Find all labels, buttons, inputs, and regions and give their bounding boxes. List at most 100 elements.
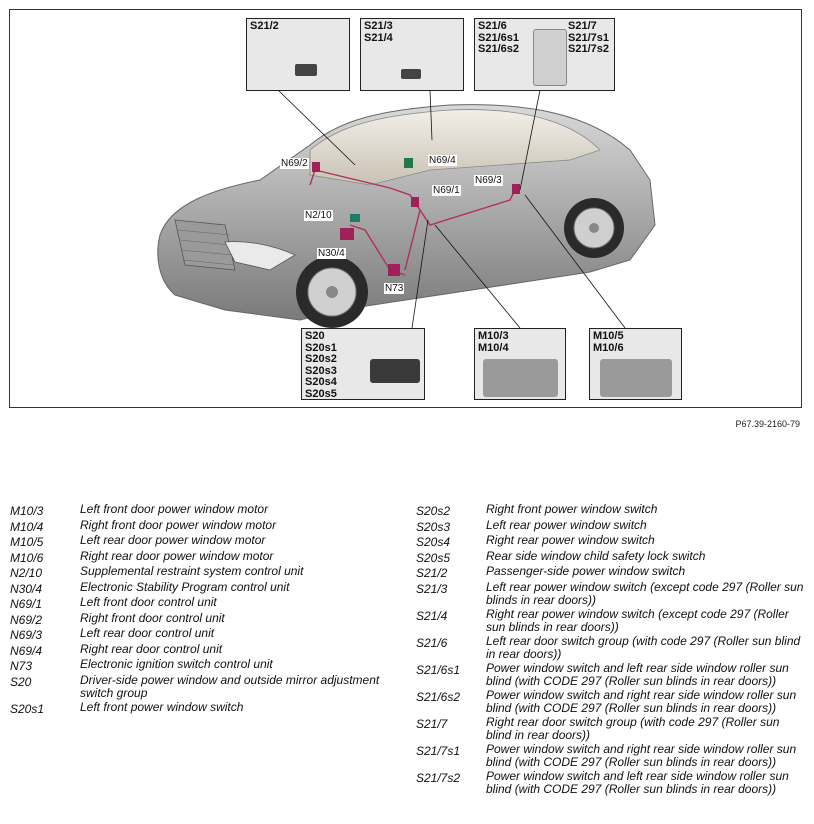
legend-code: N69/3 <box>10 628 43 642</box>
legend-description: Power window switch and right rear side … <box>486 687 797 715</box>
inset-s21-3-labels: S21/3 S21/4 <box>364 20 393 44</box>
wiring-harness <box>309 169 516 276</box>
legend-row: M10/5 Left rear door power window motor <box>10 533 405 550</box>
motor-shape <box>483 359 558 397</box>
legend-description: Rear side window child safety lock switc… <box>486 548 706 563</box>
legend-code: N69/1 <box>10 597 43 611</box>
legend-code: N30/4 <box>10 581 43 596</box>
legend-code: N69/4 <box>10 643 43 658</box>
legend-description: Supplemental restraint system control un… <box>80 564 304 578</box>
legend-code: S21/2 <box>416 566 448 580</box>
car-illustration <box>157 89 656 329</box>
label-n2-10: N2/10 <box>304 210 333 221</box>
legend-row: N69/2 Right front door control unit <box>10 610 405 628</box>
legend-code: S20s5 <box>416 550 451 565</box>
label-n73: N73 <box>384 283 405 294</box>
legend-code: S21/6s2 <box>416 689 461 704</box>
legend-description: Right front door power window motor <box>80 517 277 532</box>
legend-code: M10/6 <box>10 550 44 565</box>
legend-description: Driver-side power window and outside mir… <box>80 672 380 700</box>
leader-lines <box>277 89 626 329</box>
legend-code: N2/10 <box>10 566 43 580</box>
legend-row: S21/7s2 Power window switch and left rear… <box>416 768 808 797</box>
label-n69-4: N69/4 <box>428 155 457 166</box>
legend-code: N69/2 <box>10 612 43 627</box>
legend-row: N73 Electronic ignition switch control un… <box>10 657 405 674</box>
legend-code: S20s2 <box>416 504 451 518</box>
legend-description: Power window switch and left rear side w… <box>486 768 789 796</box>
legend-code: M10/5 <box>10 535 44 549</box>
switch-group-shape <box>370 359 420 383</box>
inset-s20-labels: S20 S20s1 S20s2 S20s3 S20s4 S20s5 <box>305 330 337 400</box>
legend-code: S21/7 <box>416 716 448 731</box>
legend-row: S21/2 Passenger-side power window switch <box>416 564 808 581</box>
label-n69-1: N69/1 <box>432 185 461 196</box>
switch-group-shape <box>533 29 567 86</box>
legend-row: S21/4 Right rear power window switch (exc… <box>416 606 808 635</box>
legend-row: S20s5 Rear side window child safety lock … <box>416 548 808 566</box>
legend-description: Right rear door control unit <box>80 641 223 656</box>
legend-description: Passenger-side power window switch <box>486 564 686 578</box>
legend-row: N69/4 Right rear door control unit <box>10 641 405 659</box>
legend-row: S21/6s1 Power window switch and left rear… <box>416 660 808 689</box>
legend-row: S21/6s2 Power window switch and right rea… <box>416 687 808 716</box>
legend-description: Left rear power window switch (except co… <box>486 579 804 607</box>
legend-description: Left front door power window motor <box>80 502 269 516</box>
car-glass <box>309 109 601 186</box>
inset-m10-5: M10/5 M10/6 <box>589 328 682 400</box>
component-markers <box>312 158 520 276</box>
switch-shape <box>401 69 421 79</box>
legend-code: N73 <box>10 659 33 673</box>
legend-row: S20s1 Left front power window switch <box>10 699 405 717</box>
legend-code: S21/4 <box>416 608 448 623</box>
legend-row: S20s2 Right front power window switch <box>416 502 808 519</box>
legend-description: Left rear door power window motor <box>80 533 266 547</box>
legend-row: S20 Driver-side power window and outside … <box>10 672 405 701</box>
front-wheel <box>296 256 368 328</box>
legend-code: S21/6 <box>416 635 448 650</box>
inset-s21-2-labels: S21/2 <box>250 20 279 32</box>
label-n69-2: N69/2 <box>280 158 309 169</box>
legend-description: Right rear power window switch (except c… <box>486 606 789 634</box>
legend-description: Power window switch and right rear side … <box>486 741 797 769</box>
legend-code: S20s3 <box>416 519 451 534</box>
legend-description: Left front power window switch <box>80 699 244 714</box>
legend-description: Right rear door power window motor <box>80 548 274 563</box>
legend-code: S20s1 <box>10 701 45 716</box>
legend-row: N69/3 Left rear door control unit <box>10 626 405 643</box>
legend-row: N30/4 Electronic Stability Program contro… <box>10 579 405 597</box>
legend-row: M10/6 Right rear door power window motor <box>10 548 405 566</box>
legend-code: S21/7s2 <box>416 770 461 785</box>
inset-s21-7-labels: S21/7 S21/7s1 S21/7s2 <box>568 20 609 55</box>
legend-description: Left rear door control unit <box>80 626 215 640</box>
inset-m10-5-labels: M10/5 M10/6 <box>593 330 624 354</box>
legend-description: Power window switch and left rear side w… <box>486 660 789 688</box>
inset-s21-6-labels: S21/6 S21/6s1 S21/6s2 <box>478 20 519 55</box>
legend-description: Right front door control unit <box>80 610 225 625</box>
switch-shape <box>295 64 317 76</box>
legend-description: Electronic ignition switch control unit <box>80 657 273 671</box>
legend-description: Electronic Stability Program control uni… <box>80 579 290 594</box>
inset-s21-2: S21/2 <box>246 18 350 91</box>
legend-code: S20s4 <box>416 535 451 549</box>
component-location-figure: N69/2 N69/4 N69/1 N69/3 N2/10 N30/4 N73 … <box>9 9 802 408</box>
inset-m10-3: M10/3 M10/4 <box>474 328 566 400</box>
legend-description: Right front power window switch <box>486 502 658 516</box>
legend-code: S20 <box>10 674 32 689</box>
inset-s20: S20 S20s1 S20s2 S20s3 S20s4 S20s5 <box>301 328 425 400</box>
legend-code: S21/6s1 <box>416 662 461 677</box>
rear-wheel <box>564 198 624 258</box>
figure-id: P67.39-2160-79 <box>735 419 800 429</box>
inset-s21-3: S21/3 S21/4 <box>360 18 464 91</box>
headlight <box>224 241 296 271</box>
